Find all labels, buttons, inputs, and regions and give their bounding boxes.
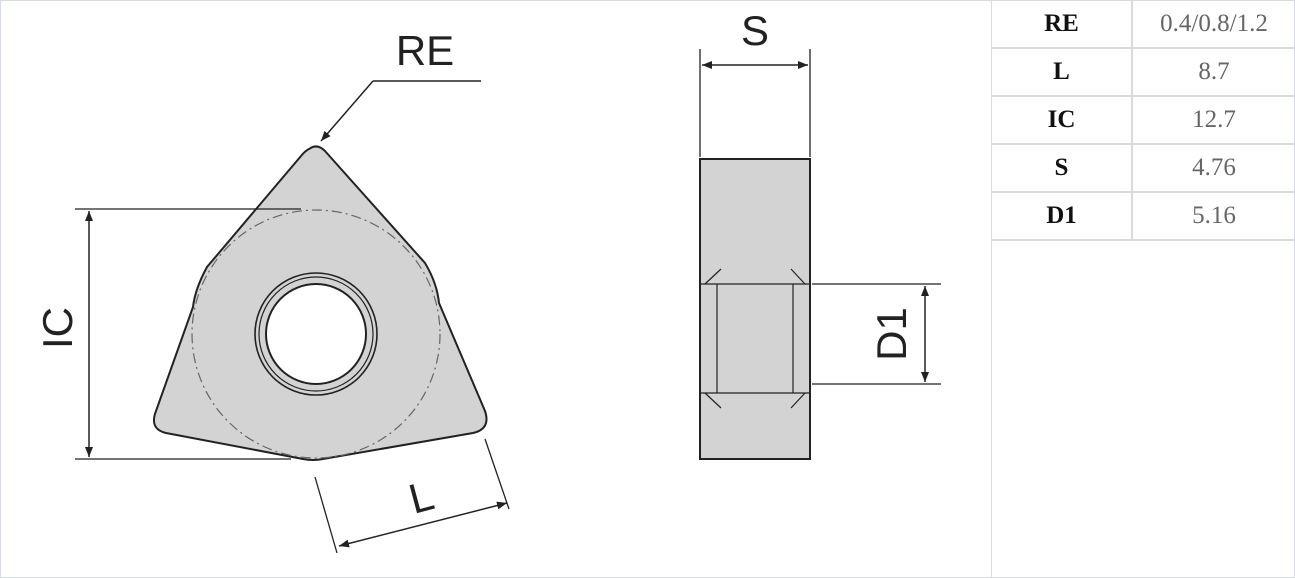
spec-row-re: RE 0.4/0.8/1.2 <box>992 1 1295 49</box>
spec-value: 5.16 <box>1132 192 1295 241</box>
inscribed-circle <box>191 209 441 459</box>
d1-label: D1 <box>868 307 915 361</box>
spec-row-l: L 8.7 <box>992 48 1295 97</box>
spec-key: RE <box>992 1 1133 49</box>
spec-panel: RE 0.4/0.8/1.2 L 8.7 IC 12.7 S 4.76 D1 5… <box>991 1 1295 577</box>
ic-dimension: IC <box>34 208 301 460</box>
spec-row-s: S 4.76 <box>992 144 1295 193</box>
spec-table: RE 0.4/0.8/1.2 L 8.7 IC 12.7 S 4.76 D1 5… <box>992 1 1295 241</box>
spec-row-d1: D1 5.16 <box>992 192 1295 241</box>
insert-side-view <box>699 158 811 460</box>
d1-dimension: D1 <box>812 283 941 385</box>
technical-drawing: RE IC L <box>1 1 991 576</box>
spec-value: 0.4/0.8/1.2 <box>1132 1 1295 49</box>
ic-label: IC <box>34 307 81 349</box>
s-dimension: S <box>699 7 811 157</box>
insert-top-view <box>153 145 488 461</box>
spec-key: S <box>992 144 1133 193</box>
center-hole <box>265 283 367 385</box>
hole-chamfer <box>258 276 374 392</box>
re-dimension: RE <box>320 27 481 142</box>
l-label: L <box>404 471 439 522</box>
spec-row-ic: IC 12.7 <box>992 96 1295 145</box>
spec-key: L <box>992 48 1133 97</box>
side-body <box>699 158 811 460</box>
s-label: S <box>741 7 769 54</box>
insert-drawing-svg: RE IC L <box>34 7 941 554</box>
spec-key: IC <box>992 96 1133 145</box>
spec-value: 8.7 <box>1132 48 1295 97</box>
spec-key: D1 <box>992 192 1133 241</box>
re-label: RE <box>396 27 454 74</box>
spec-value: 12.7 <box>1132 96 1295 145</box>
spec-value: 4.76 <box>1132 144 1295 193</box>
